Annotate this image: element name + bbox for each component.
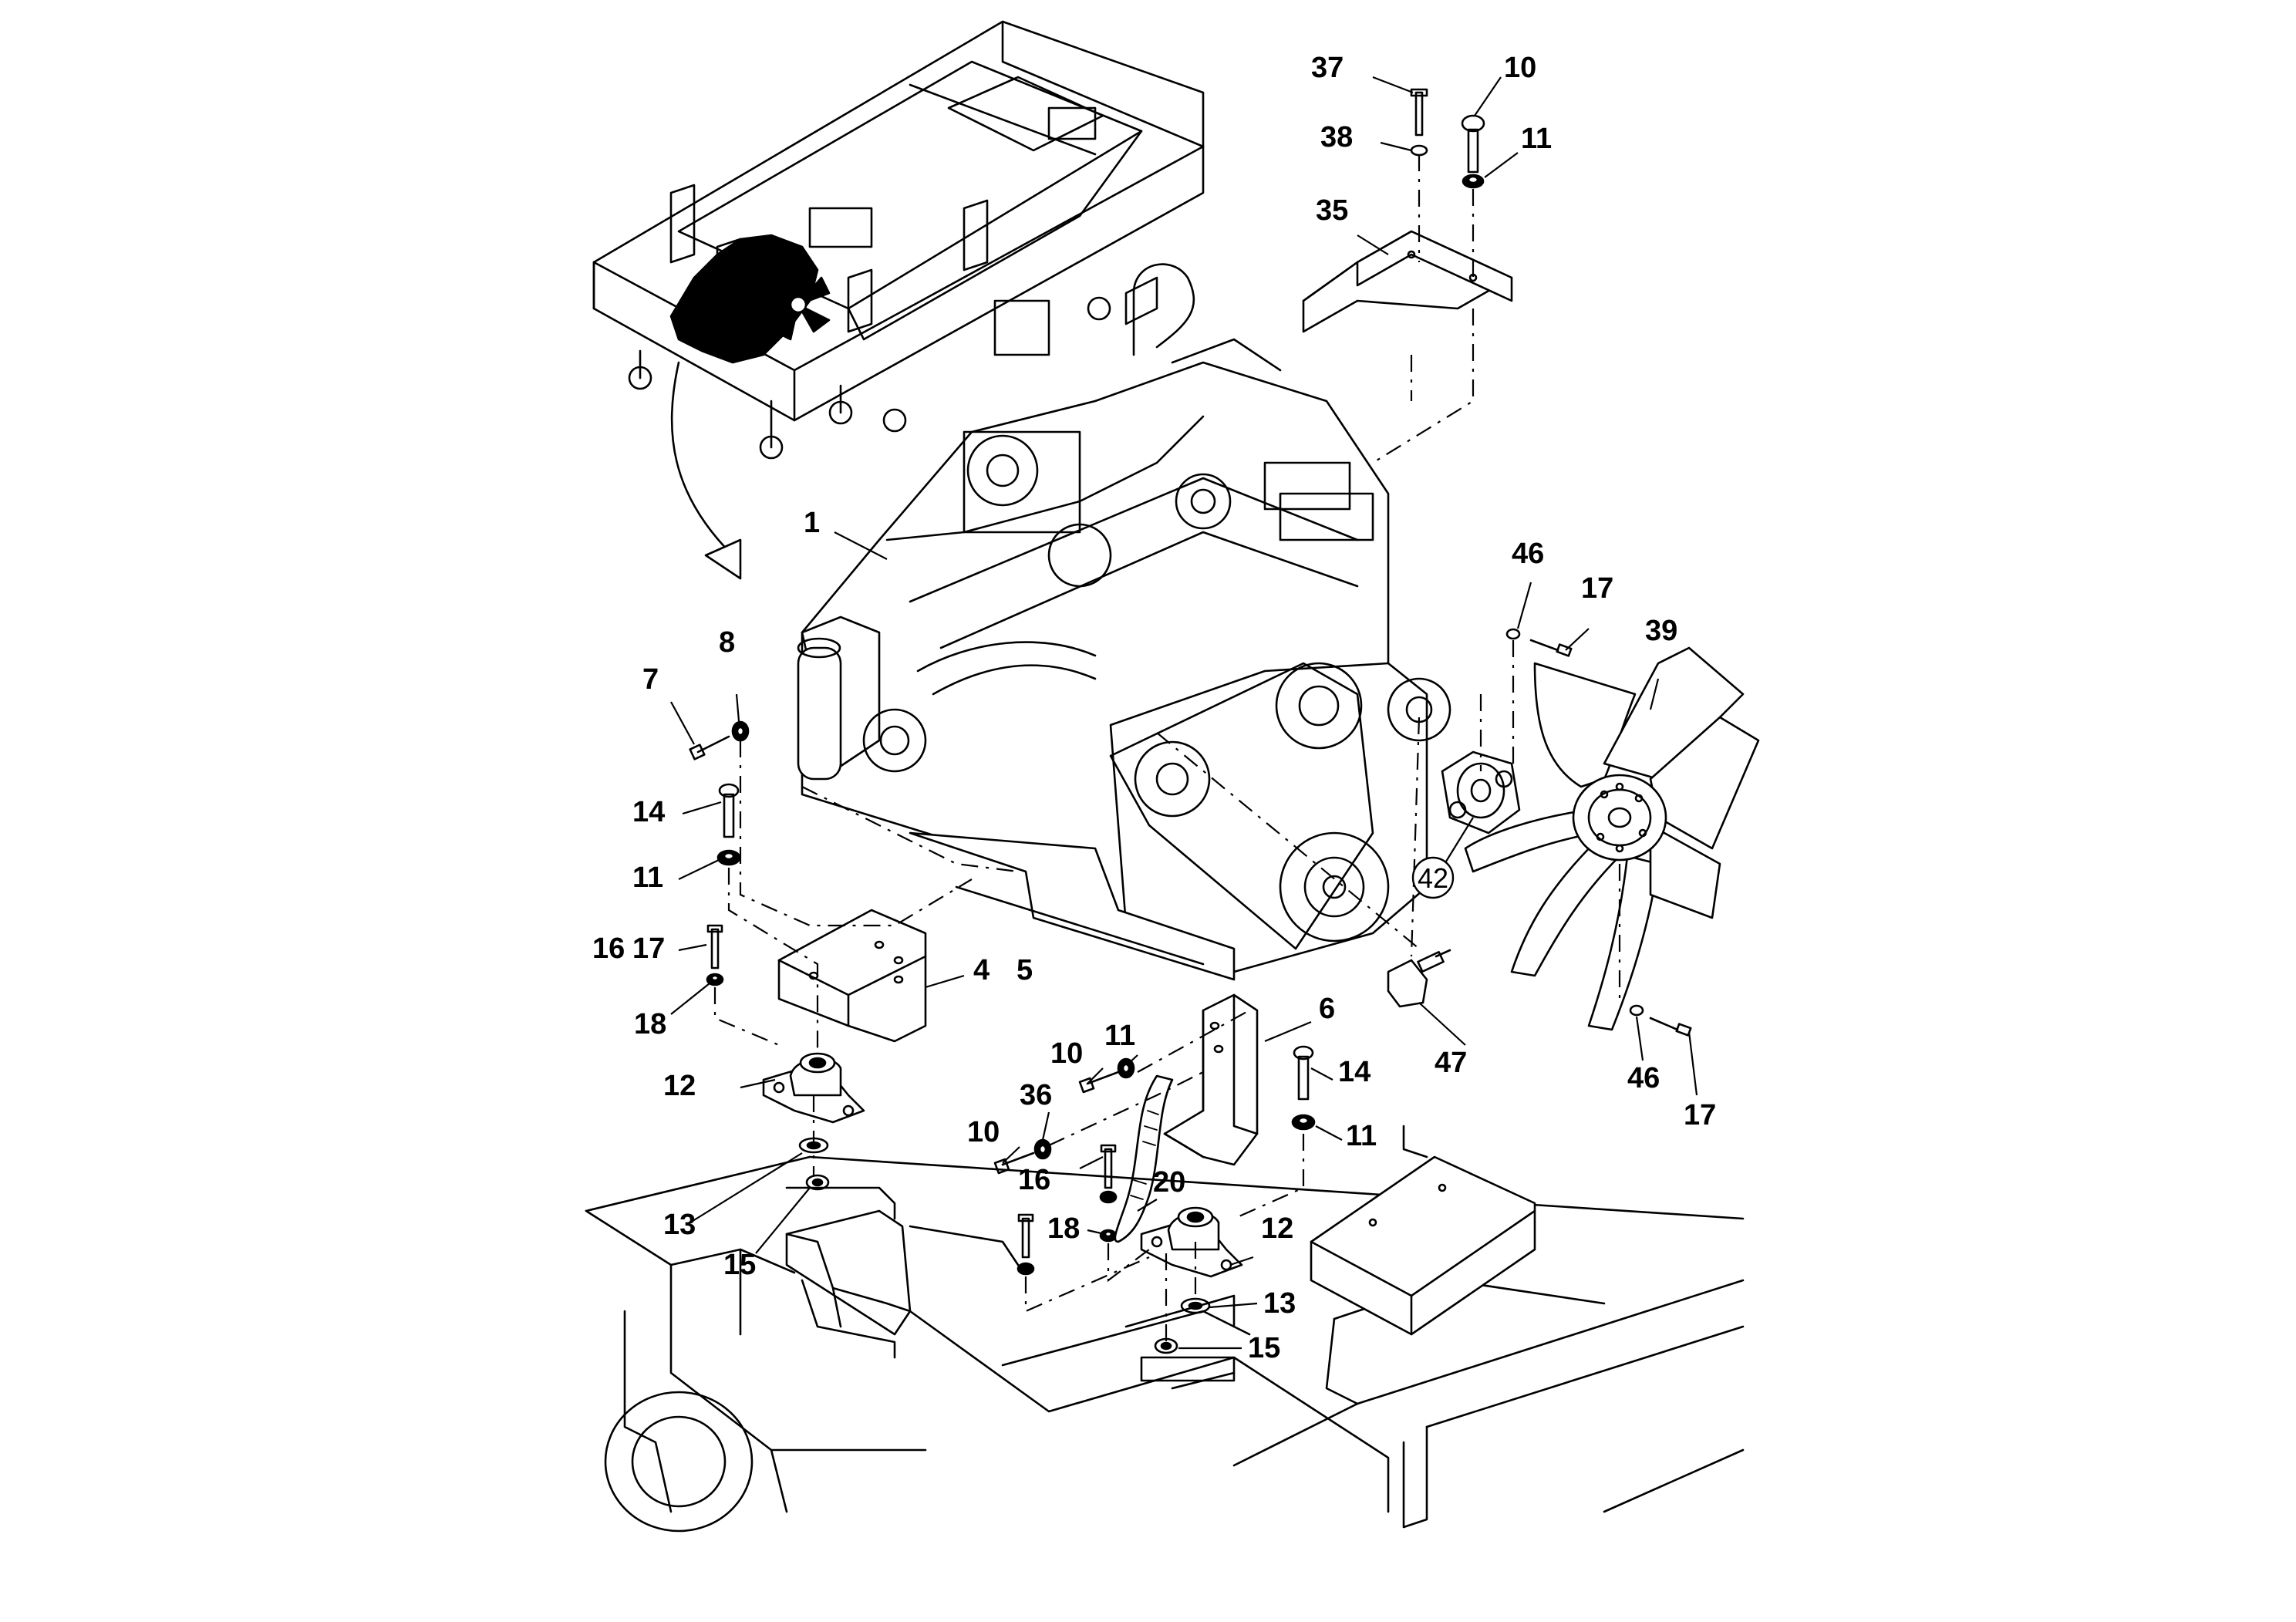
callout-5: 5 — [1017, 954, 1033, 986]
fan-hub-42 — [1441, 750, 1521, 835]
cooling-fan-39 — [1464, 646, 1760, 1031]
callout-20: 20 — [1153, 1166, 1185, 1199]
callout-46-lower: 46 — [1627, 1062, 1660, 1094]
callout-17-left: 17 — [632, 932, 665, 965]
callout-11-right: 11 — [1346, 1120, 1377, 1152]
callout-15-left: 15 — [723, 1249, 756, 1281]
callout-12-right: 12 — [1261, 1212, 1293, 1245]
callout-13-left: 13 — [663, 1209, 696, 1241]
callout-17-upper: 17 — [1581, 572, 1613, 605]
callout-10-top: 10 — [1504, 52, 1536, 84]
left-engine-bracket-4 — [777, 909, 927, 1043]
washer-38 — [1410, 144, 1428, 157]
callout-46-upper: 46 — [1512, 538, 1544, 570]
callout-12-left: 12 — [663, 1070, 696, 1102]
callout-38: 38 — [1320, 121, 1353, 153]
callout-18-center: 18 — [1047, 1212, 1080, 1245]
callout-42-circle — [1411, 856, 1455, 899]
bolt-10-head — [1461, 114, 1485, 133]
top-fasteners — [1410, 88, 1485, 189]
assembly-centerlines — [713, 154, 1621, 1342]
callout-35: 35 — [1316, 194, 1348, 227]
callout-39: 39 — [1645, 615, 1677, 647]
rubber-mount-12-right — [1140, 1206, 1243, 1278]
callout-36: 36 — [1020, 1079, 1052, 1111]
engine-assembly — [797, 263, 1451, 981]
callout-4: 4 — [973, 954, 990, 986]
callout-18-left: 18 — [634, 1008, 666, 1040]
callout-labels: 37 38 10 11 35 1 46 17 39 8 7 14 11 16 1… — [592, 52, 1716, 1364]
bolt-37 — [1414, 91, 1424, 137]
callout-11-top: 11 — [1521, 123, 1552, 155]
callout-7: 7 — [642, 663, 659, 696]
callout-14-left: 14 — [632, 796, 665, 828]
callout-10-bracket: 10 — [1050, 1037, 1083, 1070]
machine-frame-locator — [592, 20, 1205, 580]
chassis-frame — [585, 1125, 1745, 1533]
callout-11-left: 11 — [632, 862, 663, 894]
sensor-47 — [1387, 949, 1451, 1008]
callout-13-right: 13 — [1263, 1287, 1296, 1320]
callout-6: 6 — [1319, 993, 1335, 1025]
callout-8: 8 — [719, 626, 735, 659]
callout-1: 1 — [804, 507, 820, 539]
callout-16-center: 16 — [1018, 1164, 1050, 1196]
callout-47: 47 — [1435, 1047, 1467, 1079]
ground-strap-20 — [1114, 1074, 1174, 1243]
top-bracket-35 — [1302, 230, 1513, 333]
callout-15-right: 15 — [1248, 1332, 1280, 1364]
callout-14-right: 14 — [1338, 1056, 1371, 1088]
callout-42: 42 — [1418, 862, 1448, 894]
fan-bolts — [1505, 628, 1692, 1037]
callout-16-left: 16 — [592, 932, 625, 965]
right-engine-bracket-6 — [1163, 993, 1259, 1166]
callout-leaders — [670, 76, 1698, 1350]
callout-17-lower: 17 — [1684, 1099, 1716, 1131]
callout-10-lower: 10 — [967, 1116, 1000, 1148]
callout-37: 37 — [1311, 52, 1344, 84]
callout-11-bracket: 11 — [1104, 1020, 1135, 1052]
